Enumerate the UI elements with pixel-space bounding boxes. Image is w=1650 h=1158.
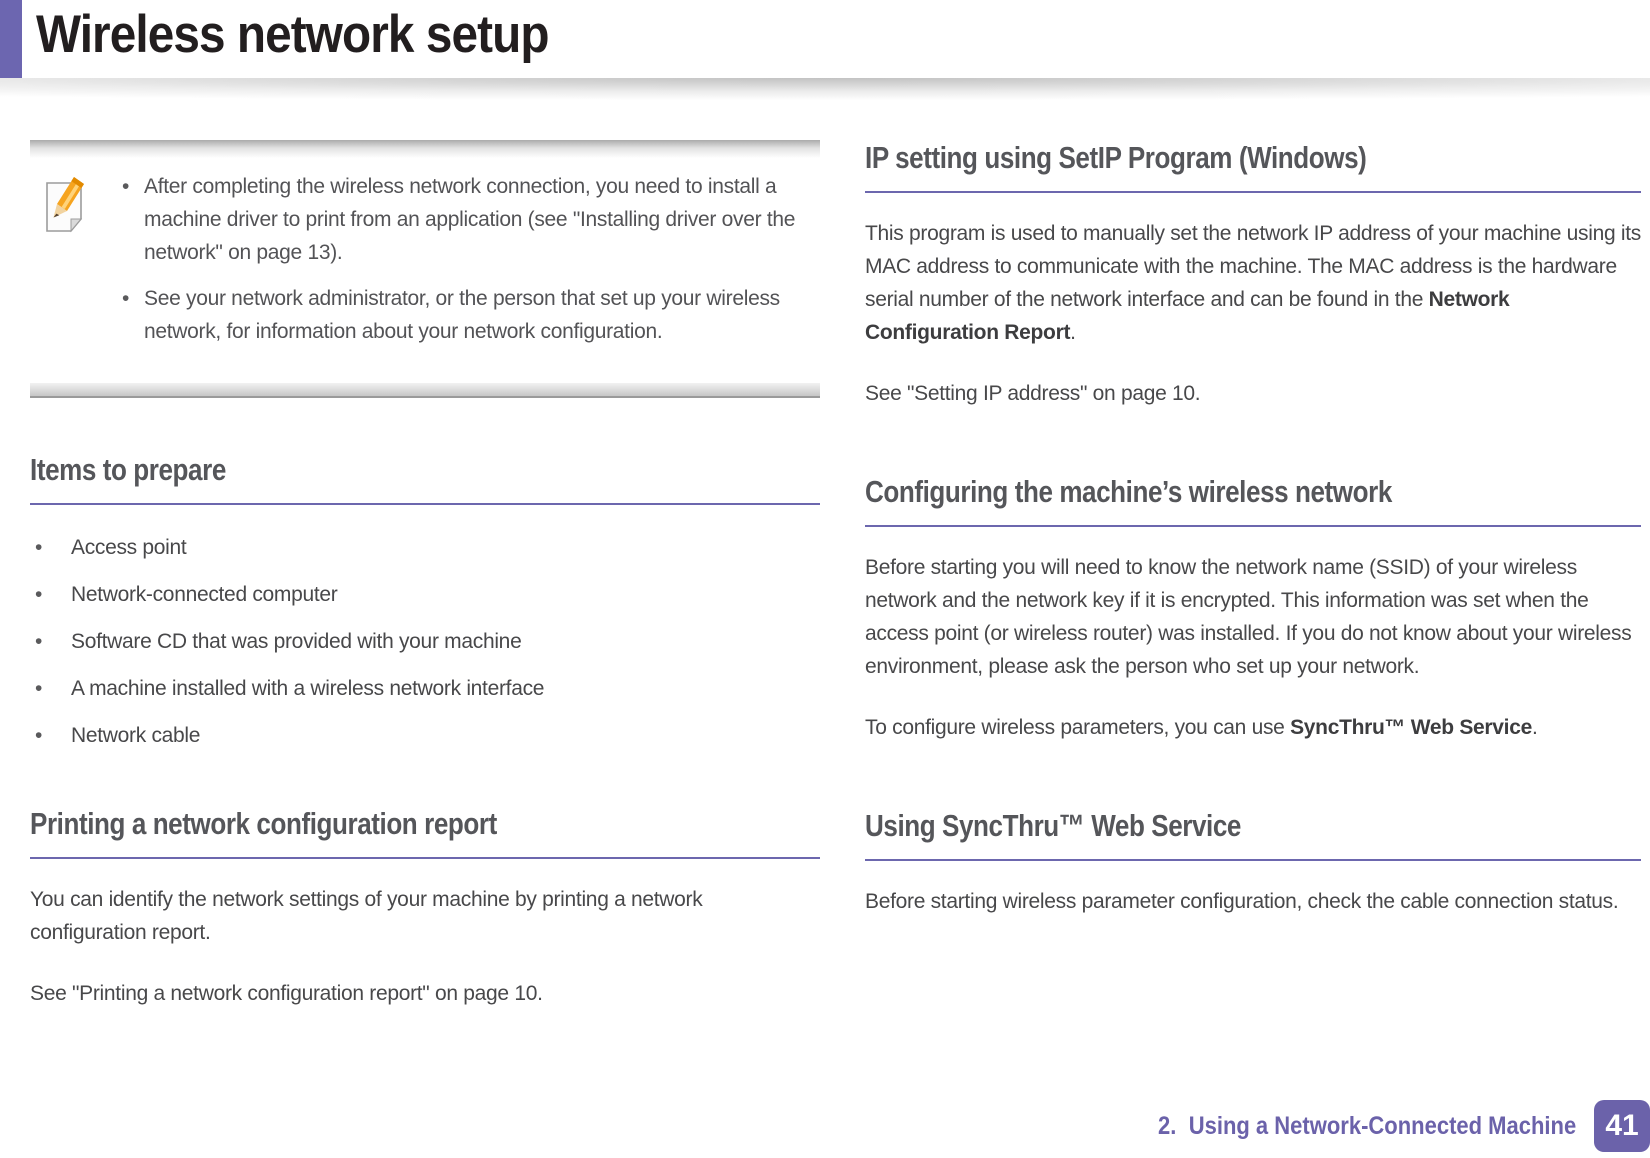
list-item: • Network cable [30,719,820,752]
list-item: • Software CD that was provided with your… [30,625,820,658]
header-accent-bar [0,0,22,93]
cross-reference: See "Setting IP address" on page 10. [865,382,1201,405]
configuring-heading: Configuring the machine’s wireless netwo… [865,474,1641,527]
cross-reference: See "Printing a network configuration re… [30,982,543,1005]
note-content: • After completing the wireless network … [30,158,820,383]
note-bottom-rule [30,383,820,398]
note-item: • See your network administrator, or the… [122,282,816,348]
items-to-prepare-list: • Access point • Network-connected compute… [30,531,820,752]
note-top-rule [30,140,820,158]
heading-text: IP setting using SetIP Program (Windows) [865,140,1367,175]
paragraph-text: This program is used to manually set the… [865,222,1641,311]
bullet-dot: • [122,175,130,198]
paragraph: Before starting you will need to know th… [865,556,1632,678]
page-number-badge: 41 [1594,1100,1650,1152]
items-to-prepare-heading: Items to prepare [30,452,820,505]
note-list: • After completing the wireless network … [122,170,816,361]
heading-text: Printing a network configuration report [30,806,497,841]
page-number: 41 [1605,1109,1639,1142]
section-using-syncthru: Using SyncThru™ Web Service Before start… [865,808,1641,918]
list-item-text: Network cable [71,724,201,747]
section-items-to-prepare: Items to prepare • Access point • Network-… [30,452,820,752]
bullet-dot: • [122,287,130,310]
setip-heading: IP setting using SetIP Program (Windows) [865,140,1641,193]
chapter-number: 2. [1157,1112,1177,1140]
header-shadow [0,78,1650,108]
list-item: • A machine installed with a wireless net… [30,672,820,705]
bullet-dot: • [35,724,43,747]
list-item-text: A machine installed with a wireless netw… [71,677,545,700]
list-item-text: Network-connected computer [71,583,338,606]
paragraph-text: . [1070,321,1076,344]
right-column: IP setting using SetIP Program (Windows)… [865,140,1641,918]
paragraph-text: To configure wireless parameters, you ca… [865,716,1291,739]
page-title: Wireless network setup [36,4,606,65]
list-item-text: Software CD that was provided with your … [71,630,522,653]
bold-term: SyncThru™ Web Service [1290,716,1532,739]
section-setip: IP setting using SetIP Program (Windows)… [865,140,1641,410]
section-configuring-wireless: Configuring the machine’s wireless netwo… [865,474,1641,744]
syncthru-heading: Using SyncThru™ Web Service [865,808,1641,861]
chapter-reference: 2. Using a Network-Connected Machine [1101,1100,1576,1152]
note-item: • After completing the wireless network … [122,170,816,269]
heading-text: Configuring the machine’s wireless netwo… [865,474,1392,509]
paragraph: You can identify the network settings of… [30,888,703,944]
heading-text: Using SyncThru™ Web Service [865,808,1242,843]
bold-term: Network Configuration Report [865,288,1510,344]
paragraph: Before starting wireless parameter confi… [865,890,1619,913]
bullet-dot: • [35,630,43,653]
paragraph: To configure wireless parameters, you ca… [865,711,1641,744]
page-title-text: Wireless network setup [36,5,549,64]
paragraph-text: . [1531,716,1538,739]
bullet-dot: • [35,583,43,606]
chapter-title: Using a Network-Connected Machine [1188,1112,1576,1140]
left-column: • After completing the wireless network … [30,140,820,1010]
list-item-text: Access point [71,536,187,559]
printing-report-heading: Printing a network configuration report [30,806,820,859]
list-item: • Access point [30,531,820,564]
paragraph: This program is used to manually set the… [865,217,1641,349]
note-item-text: After completing the wireless network co… [144,175,796,264]
heading-text: Items to prepare [30,452,226,487]
section-printing-report: Printing a network configuration report … [30,806,820,1010]
bullet-dot: • [35,536,43,559]
note-pencil-icon [44,176,90,236]
chapter-reference-text: 2. Using a Network-Connected Machine [1158,1100,1576,1152]
note-item-text: See your network administrator, or the p… [144,287,780,343]
bullet-dot: • [35,677,43,700]
note-box: • After completing the wireless network … [30,140,820,398]
list-item: • Network-connected computer [30,578,820,611]
